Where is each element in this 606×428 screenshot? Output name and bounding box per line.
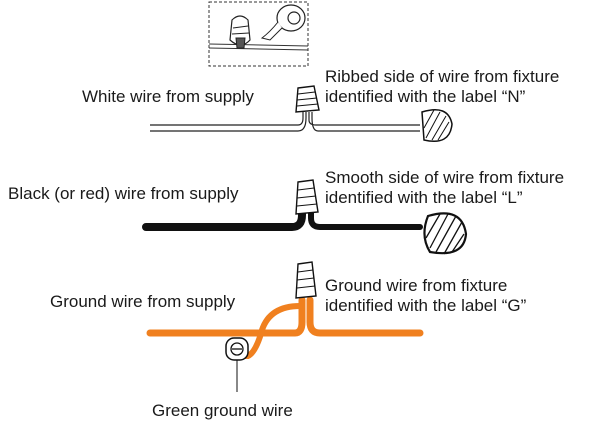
ground-fixture-label: Ground wire from fixture xyxy=(325,276,508,295)
wire-nut-icon xyxy=(295,261,317,299)
black-supply-wire xyxy=(142,208,306,231)
ground-connection xyxy=(146,261,424,392)
ground-supply-label: Ground wire from supply xyxy=(50,292,236,311)
ribbed-fixture-wire-bottom xyxy=(311,112,420,132)
wire-nut-ribs xyxy=(296,187,318,207)
smooth-wire-hatching xyxy=(425,213,465,255)
white-supply-label: White wire from supply xyxy=(82,87,254,106)
neutral-connection xyxy=(150,85,453,142)
ground-fixture-wire xyxy=(306,296,424,337)
tape-roll-core xyxy=(287,11,301,25)
smooth-side-label: Smooth side of wire from fixture xyxy=(325,168,565,187)
smooth-fixture-wire xyxy=(308,209,423,230)
ribbed-side-label-line2: identified with the label “N” xyxy=(325,87,526,106)
green-ground-wire xyxy=(233,303,303,359)
inset-tape-detail xyxy=(208,1,309,67)
ribbed-side-label: Ribbed side of wire from fixture xyxy=(325,67,560,86)
inset-wire-2 xyxy=(208,47,309,51)
inset-wire xyxy=(208,43,309,47)
wire-nut-ribs xyxy=(296,269,316,289)
line-connection xyxy=(142,179,468,255)
inset-frame xyxy=(208,1,309,67)
white-supply-wire-bottom xyxy=(150,112,307,132)
wire-nut-ribs xyxy=(296,91,319,107)
ground-supply-wire xyxy=(146,296,306,337)
ribbed-fixture-wire-top xyxy=(308,112,420,126)
ribbed-wire-hatching xyxy=(423,109,450,141)
inset-tape-wrap xyxy=(235,37,246,49)
tape-strip xyxy=(260,21,283,41)
green-ground-label: Green ground wire xyxy=(152,401,293,420)
smooth-side-label-line2: identified with the label “L” xyxy=(325,188,523,207)
white-supply-wire-top xyxy=(150,112,304,126)
black-supply-label: Black (or red) wire from supply xyxy=(8,184,239,203)
inset-wire-nut-ribs xyxy=(231,25,250,35)
ground-fixture-label-line2: identified with the label “G” xyxy=(325,296,527,315)
